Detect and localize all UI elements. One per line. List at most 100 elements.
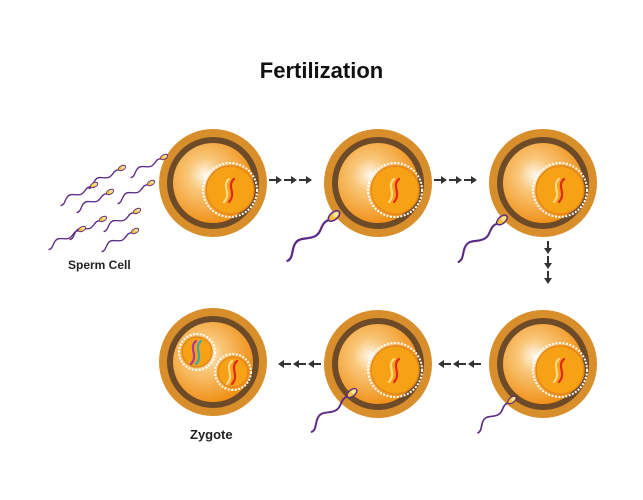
sperm-tail [76,193,108,214]
sperm-tail [310,395,349,433]
nucleus-membrane [178,333,216,371]
sperm-tail [130,158,162,179]
nucleus [535,165,585,215]
sperm-tail [477,402,510,434]
chromosome [227,177,236,204]
acrosome [511,397,516,401]
arrow-head [276,176,282,184]
arrow-head [544,248,552,254]
sperm-entering [477,395,517,434]
arrow-icon [434,176,447,184]
free-sperm [130,153,169,179]
arrow-icon [464,176,477,184]
arrows-5-6 [278,360,321,368]
arrow-head [441,176,447,184]
arrow-head [456,176,462,184]
arrow-icon [269,176,282,184]
sperm-contacting [286,210,341,263]
acrosome [501,216,507,222]
nucleus-membrane [532,342,588,398]
free-sperm [48,225,87,251]
acrosome [121,165,125,169]
arrows-2-3 [434,176,477,184]
free-sperm [117,179,156,205]
nucleus-membrane [367,162,423,218]
arrow-icon [544,271,552,284]
acrosome [81,226,85,230]
acrosome [109,189,113,193]
chromosome [392,357,401,384]
arrow-icon [308,360,321,368]
chromosome [194,339,203,366]
arrow-head [291,176,297,184]
arrow-head [306,176,312,184]
sperm-tail [117,184,149,205]
acrosome [93,182,97,186]
nucleus-membrane [214,353,252,391]
free-sperm [60,181,99,207]
arrow-icon [438,360,451,368]
arrow-head [308,360,314,368]
arrow-head [293,360,299,368]
nucleus [217,356,249,388]
nucleus [181,336,213,368]
arrows-4-5 [438,360,481,368]
arrow-icon [284,176,297,184]
nucleus-membrane [202,162,258,218]
arrow-icon [468,360,481,368]
arrow-head [471,176,477,184]
chromosome [387,177,396,204]
sperm-tail [457,222,499,263]
arrow-icon [299,176,312,184]
nucleus [205,165,255,215]
arrow-icon [293,360,306,368]
arrow-head [278,360,284,368]
sperm-fusing [310,387,358,433]
nucleus [370,165,420,215]
chromosome [222,177,231,204]
acrosome [351,389,356,394]
nucleus [535,345,585,395]
arrow-icon [278,360,291,368]
zygote-label: Zygote [190,427,233,442]
nucleus [370,345,420,395]
chromosome [189,339,198,366]
chromosome [230,359,239,386]
acrosome [102,216,106,220]
sperm-tail [101,232,133,253]
sperm-tail [103,212,135,233]
free-sperm [76,188,115,214]
free-sperm [69,215,108,241]
acrosome [150,180,154,184]
chromosome [225,359,234,386]
arrows-1-2 [269,176,312,184]
chromosome [392,177,401,204]
arrow-head [438,360,444,368]
sperm-penetrating [457,214,509,263]
chromosome [552,357,561,384]
arrow-head [468,360,474,368]
sperm-tail [48,230,80,251]
nucleus-membrane [367,342,423,398]
arrow-icon [449,176,462,184]
chromosome [557,357,566,384]
free-sperm [103,207,142,233]
free-sperm [101,227,140,253]
chromosome [552,177,561,204]
chromosome [557,177,566,204]
nucleus-membrane [532,162,588,218]
arrow-icon [453,360,466,368]
chromosome [387,357,396,384]
arrow-icon [544,256,552,269]
arrow-head [544,263,552,269]
arrows-3-4 [544,241,552,284]
sperm-cell-label: Sperm Cell [68,258,131,272]
acrosome [134,228,138,232]
sperm-tail [286,218,331,263]
acrosome [333,211,339,218]
zygote-cell [159,308,267,416]
acrosome [163,154,167,158]
sperm-tail [60,186,92,207]
